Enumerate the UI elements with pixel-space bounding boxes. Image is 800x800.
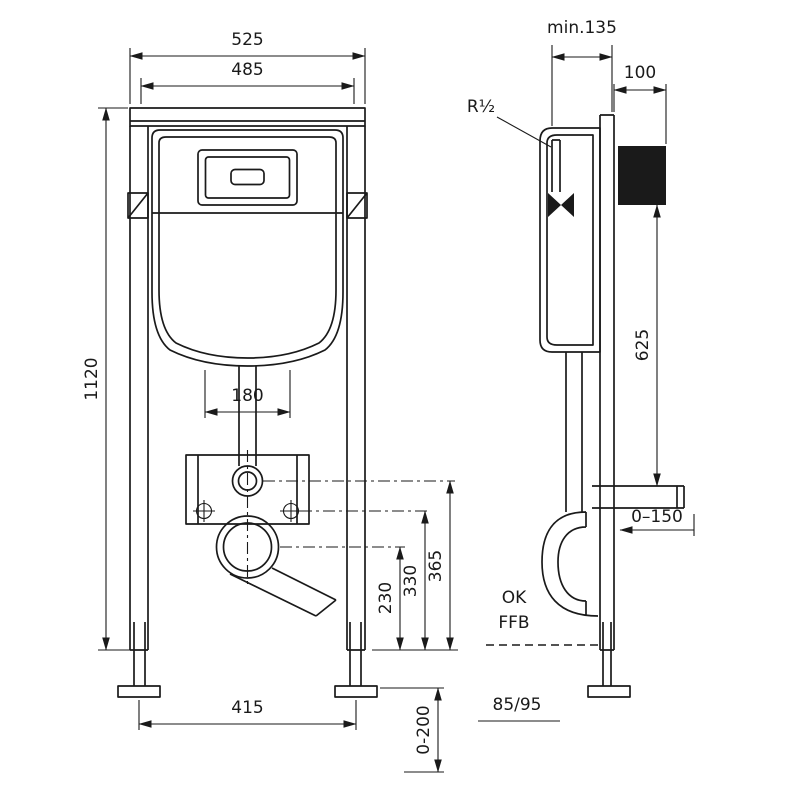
dim-100-extensions (613, 84, 667, 144)
cistern-side-outline (539, 127, 601, 353)
cistern-outline (151, 129, 344, 367)
dim-180-label: 180 (231, 386, 263, 406)
frame-feet (117, 622, 378, 698)
dim-1120-label: 1120 (82, 357, 102, 400)
flush-plate (197, 149, 298, 206)
flush-pipe (238, 366, 257, 466)
height-reference-lines (263, 480, 455, 548)
fill-valve-symbol (548, 193, 574, 217)
frame-rails (129, 126, 366, 651)
dim-415-label: 415 (231, 698, 263, 718)
water-supply-pipe (551, 139, 561, 192)
side-view: min.135 100 R½ 625 0–150 OK FFB 85/95 (467, 18, 695, 722)
dim-365-label: 365 (426, 550, 446, 582)
fixing-bolt-crosses (193, 500, 302, 522)
dim-0-200-label: 0-200 (414, 705, 434, 754)
outlet-pipe-side (592, 485, 685, 509)
frame-top-bar (129, 107, 366, 127)
side-clips (127, 192, 368, 219)
wall-bracket (618, 146, 666, 205)
dim-0-200-extensions (380, 687, 444, 773)
drain-bend-outer (215, 515, 280, 579)
outlet-pipe-front (229, 567, 337, 617)
dim-525-label: 525 (231, 30, 263, 50)
dim-100-label: 100 (624, 63, 656, 83)
floor-ref-label-ok: OK (502, 588, 527, 608)
mounting-plate (185, 454, 310, 525)
foot-profile (587, 622, 631, 698)
front-view: 525 485 1120 180 365 330 230 415 0-200 (82, 30, 458, 773)
dim-625-label: 625 (633, 329, 653, 361)
flush-plate-outer (197, 149, 298, 206)
flush-plate-inner (204, 156, 291, 199)
dim-485-extensions (140, 78, 355, 104)
dim-0-150-label: 0–150 (631, 507, 683, 527)
water-connection-leader (496, 116, 552, 148)
dim-230-label: 230 (376, 582, 396, 614)
dim-330-label: 330 (401, 565, 421, 597)
flush-plate-slot (230, 168, 265, 186)
trap-bend (541, 511, 599, 617)
dim-min135-label: min.135 (547, 18, 617, 38)
water-connection-label: R½ (467, 97, 495, 117)
outlet-height-label: 85/95 (493, 695, 542, 715)
rail-profile (599, 114, 615, 651)
floor-ref-label-ffb: FFB (498, 613, 529, 633)
dim-485-label: 485 (231, 60, 263, 80)
flush-pipe-side (565, 352, 583, 512)
